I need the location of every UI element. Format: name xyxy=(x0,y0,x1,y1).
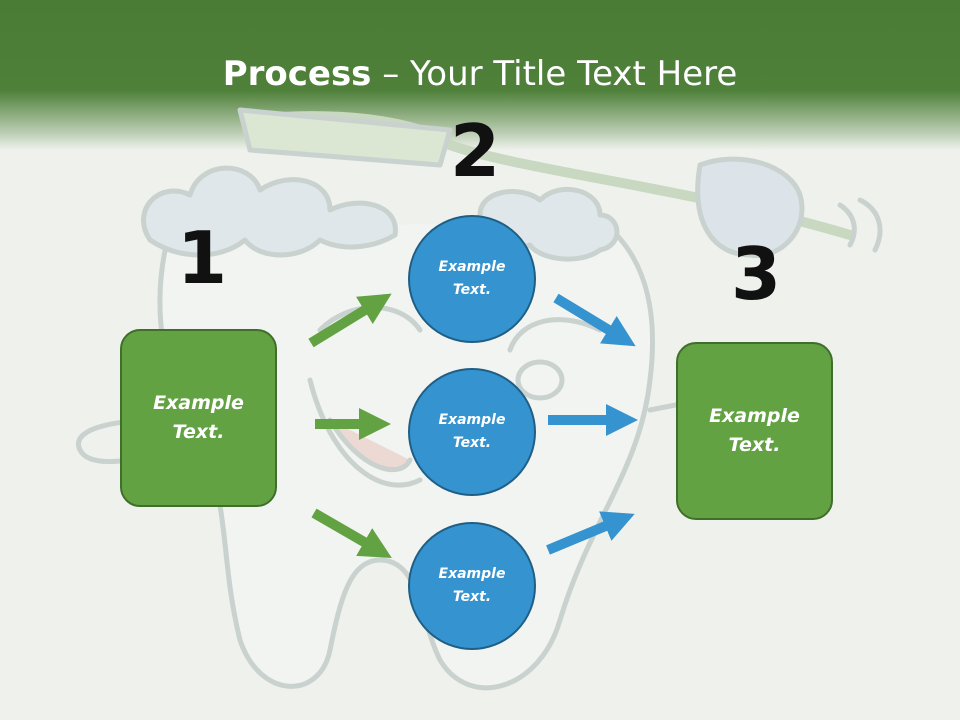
step-number-2: 2 xyxy=(450,109,501,193)
arrow-blue-down xyxy=(553,293,636,347)
left-box-line-1: Example xyxy=(153,392,244,414)
circle-bottom-line-1: Example xyxy=(438,566,506,582)
title-bold: Process xyxy=(222,54,372,94)
left-box-line-2: Text. xyxy=(172,421,225,443)
page-title: Process – Your Title Text Here xyxy=(0,52,960,96)
arrow-green-up xyxy=(308,293,392,348)
circle-top-line-2: Text. xyxy=(452,282,492,298)
title-bar xyxy=(0,0,960,150)
arrow-blue-up xyxy=(546,511,635,555)
circle-top-line-1: Example xyxy=(438,259,506,275)
step-number-3: 3 xyxy=(731,232,782,316)
title-rest: – Your Title Text Here xyxy=(371,54,738,94)
circle-bottom-line-2: Text. xyxy=(452,589,492,605)
right-box-line-2: Text. xyxy=(728,434,781,456)
right-box-line-1: Example xyxy=(709,405,800,427)
circle-middle-line-2: Text. xyxy=(452,435,492,451)
circle-middle-line-1: Example xyxy=(438,412,506,428)
arrow-green-down xyxy=(311,508,392,559)
step-number-1: 1 xyxy=(177,216,228,300)
